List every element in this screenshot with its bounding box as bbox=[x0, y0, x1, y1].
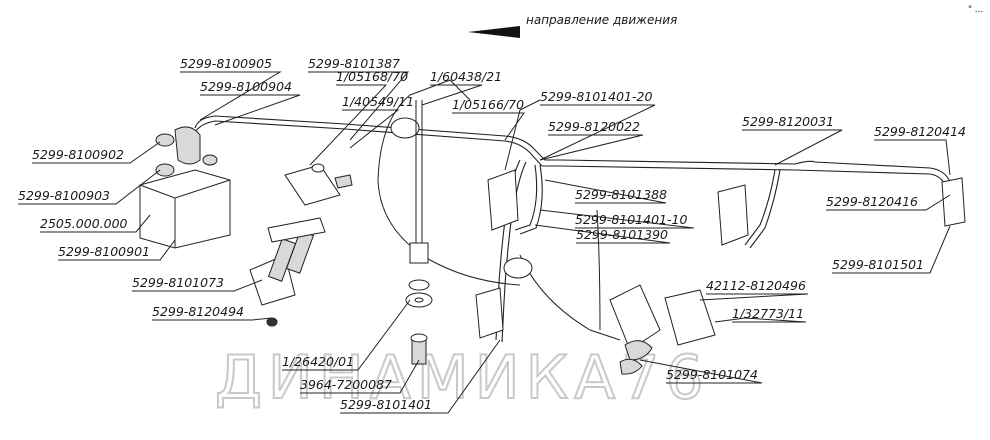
part-label: 5299-8100902 bbox=[32, 147, 124, 162]
direction-arrow bbox=[468, 26, 520, 38]
part-label: 5299-8101390 bbox=[576, 227, 668, 242]
bracket-right bbox=[609, 284, 746, 375]
part-label: 1/05166/70 bbox=[452, 97, 524, 112]
part-label: 2505.000.000 bbox=[40, 216, 128, 231]
direction-label: направление движения bbox=[526, 13, 677, 27]
part-label: 5299-8101501 bbox=[832, 257, 924, 272]
part-label: 1/32773/11 bbox=[732, 306, 804, 321]
pipe-lines bbox=[194, 115, 951, 343]
part-label: 5299-8100903 bbox=[18, 188, 110, 203]
part-label: 5299-8101388 bbox=[575, 187, 667, 202]
part-labels: 5299-8100905 5299-8101387 1/05168/70 1/6… bbox=[18, 56, 966, 412]
part-label: 5299-8120022 bbox=[548, 119, 640, 134]
part-label: 1/40549/11 bbox=[342, 94, 414, 109]
tank-assembly bbox=[139, 126, 231, 249]
part-label: 5299-8120416 bbox=[826, 194, 918, 209]
part-label: 5299-8101401-10 bbox=[575, 212, 687, 227]
part-label: 5299-8100905 bbox=[180, 56, 272, 71]
part-label: 5299-8101387 bbox=[308, 56, 400, 71]
bracket-left bbox=[249, 163, 353, 327]
leader-lines bbox=[18, 71, 951, 414]
bolt-stack bbox=[405, 100, 433, 365]
part-label: 42112-8120496 bbox=[706, 278, 806, 293]
part-label: 1/26420/01 bbox=[282, 354, 354, 369]
part-label: 5299-8101073 bbox=[132, 275, 224, 290]
part-label: 5299-8120414 bbox=[874, 124, 966, 139]
part-label: 5299-8100901 bbox=[58, 244, 150, 259]
watermark: ДИНАМИКА76 bbox=[215, 343, 710, 413]
part-label: 5299-8101401-20 bbox=[540, 89, 652, 104]
corner-mark: " ... bbox=[968, 5, 984, 15]
part-label: 5299-8120031 bbox=[742, 114, 834, 129]
part-label: 5299-8101074 bbox=[666, 367, 758, 382]
part-label: 5299-8101401 bbox=[340, 397, 432, 412]
part-label: 3964-7200087 bbox=[300, 377, 392, 392]
part-label: 1/60438/21 bbox=[430, 69, 502, 84]
part-label: 1/05168/70 bbox=[336, 69, 408, 84]
part-label: 5299-8100904 bbox=[200, 79, 292, 94]
part-label: 5299-8120494 bbox=[152, 304, 244, 319]
panel-outlines bbox=[377, 79, 621, 341]
valve-units bbox=[475, 169, 966, 339]
